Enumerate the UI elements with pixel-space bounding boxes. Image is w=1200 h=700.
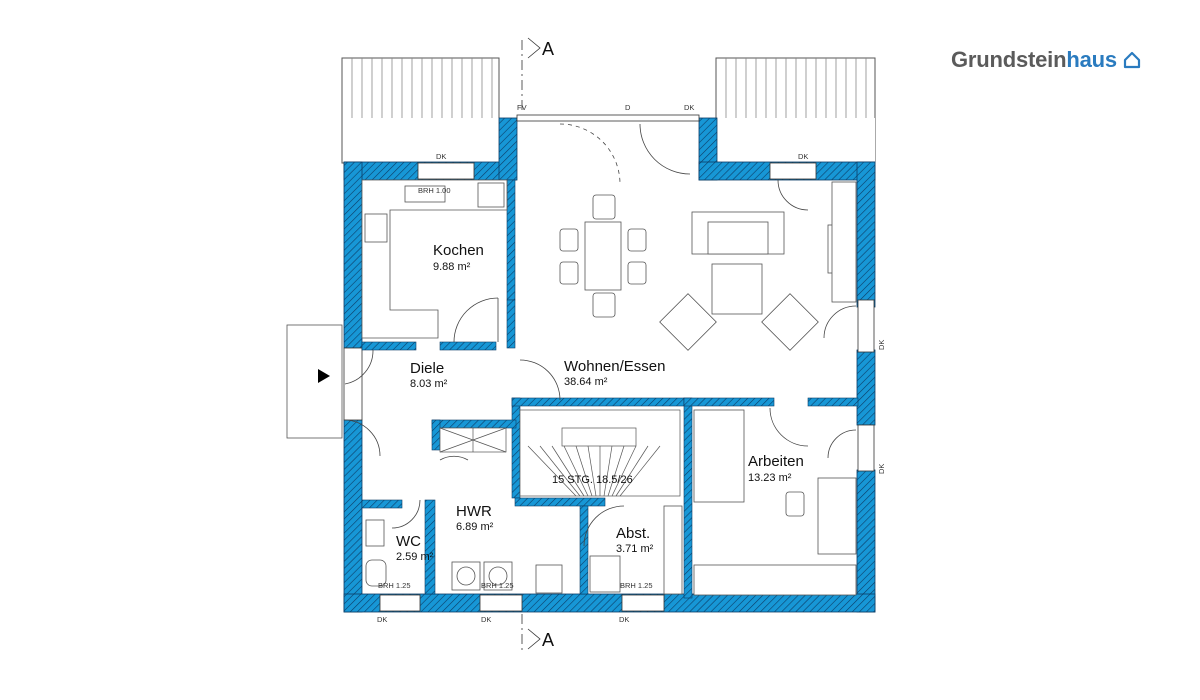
section-markers [521, 37, 541, 650]
label-dk-bottom-2: DK [481, 615, 491, 624]
entrance-arrow-icon [318, 369, 330, 383]
room-name-wohnen: Wohnen/Essen [564, 358, 665, 375]
room-name-abst: Abst. [616, 525, 650, 542]
room-area-abst: 3.71 m² [616, 543, 654, 555]
room-area-kochen: 9.88 m² [433, 261, 471, 273]
brand-name-part-2: haus [1066, 47, 1117, 72]
stair-step [575, 445, 593, 497]
label-d: D [625, 103, 631, 112]
room-area-arbeiten: 13.23 m² [748, 472, 792, 484]
stair-step [611, 445, 637, 497]
label-brh-kitchen: BRH 1.00 [418, 186, 451, 195]
living-furniture [659, 181, 857, 351]
wardrobe [439, 427, 507, 453]
stair-step [619, 445, 661, 497]
stairs-label: 15 STG. 18.5/26 [552, 474, 633, 486]
label-dk-right-1: DK [877, 340, 886, 350]
stair-step [615, 445, 649, 497]
label-dk-top-right: DK [798, 152, 808, 161]
label-dk-top-center: DK [684, 103, 694, 112]
stair-step [527, 445, 577, 497]
stair-step [607, 445, 625, 497]
room-name-kochen: Kochen [433, 242, 484, 259]
section-mark-top: A [542, 39, 554, 59]
room-name-wc: WC [396, 533, 421, 550]
room-area-diele: 8.03 m² [410, 378, 448, 390]
kitchen-counters [361, 179, 508, 339]
stair-step [587, 445, 597, 497]
label-dk-bottom-3: DK [619, 615, 629, 624]
room-name-hwr: HWR [456, 503, 492, 520]
dining-set [559, 194, 647, 318]
window-openings [343, 114, 875, 612]
label-dk-bottom-1: DK [377, 615, 387, 624]
hwr-appliances [451, 505, 683, 595]
stair-step [551, 445, 585, 497]
room-area-wc: 2.59 m² [396, 551, 434, 563]
stair-step [539, 445, 581, 497]
room-name-diele: Diele [410, 360, 444, 377]
work-furniture [693, 409, 857, 596]
brand-logo: Grundsteinhaus [951, 47, 1141, 75]
exterior-walls [343, 117, 876, 613]
house-outline-icon [1123, 49, 1141, 75]
label-dk-right-2: DK [877, 464, 886, 474]
wc-fixtures [365, 519, 387, 587]
door-swings [343, 123, 857, 547]
interior-walls [361, 179, 859, 599]
stair-step [563, 445, 589, 497]
label-dk-top-left: DK [436, 152, 446, 161]
section-mark-bottom: A [542, 630, 554, 650]
stair-step [603, 445, 613, 497]
label-fv: FV [517, 103, 527, 112]
label-brh-wc: BRH 1.25 [378, 581, 411, 590]
label-brh-abst: BRH 1.25 [620, 581, 653, 590]
room-name-arbeiten: Arbeiten [748, 453, 804, 470]
room-area-wohnen: 38.64 m² [564, 376, 608, 388]
room-area-hwr: 6.89 m² [456, 521, 494, 533]
staircase [519, 409, 681, 497]
label-brh-hwr: BRH 1.25 [481, 581, 514, 590]
brand-name-part-1: Grundstein [951, 47, 1067, 72]
entrance-landing [286, 324, 343, 439]
